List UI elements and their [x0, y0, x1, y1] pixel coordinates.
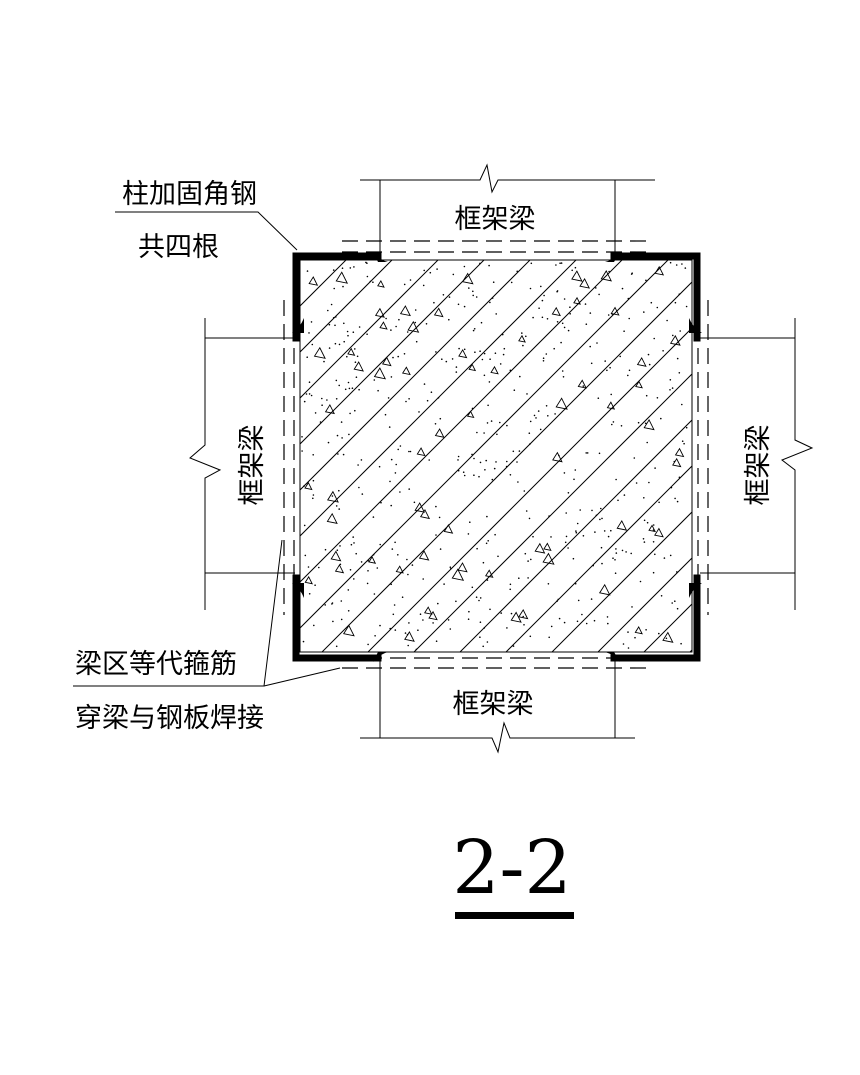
bottom-beam-break-line — [360, 721, 635, 754]
angle-top-left — [292, 252, 382, 342]
bottom-beam-label: 框架梁 — [453, 689, 534, 720]
section-title: 2-2 — [452, 825, 571, 911]
column-concrete — [300, 260, 692, 652]
left-beam-break-line — [189, 318, 222, 610]
right-beam-label: 框架梁 — [743, 425, 774, 506]
left-beam-label: 框架梁 — [237, 425, 268, 506]
angle-note-line2: 共四根 — [138, 232, 219, 263]
concrete-aggregate-triangles — [304, 265, 685, 643]
angle-note-line1: 柱加固角钢 — [122, 179, 257, 210]
section-title-underline — [455, 912, 574, 919]
stirrup-note-line1: 梁区等代箍筋 — [75, 649, 237, 680]
top-beam-break-line — [360, 163, 655, 194]
concrete-hatching — [300, 260, 692, 652]
top-beam — [342, 163, 655, 255]
angle-note-leader — [115, 211, 298, 251]
right-beam-break-line — [780, 318, 814, 610]
stirrup-note-line2: 穿梁与钢板焊接 — [75, 703, 264, 734]
angle-bottom-right — [610, 574, 701, 662]
stirrup-note-leader — [73, 539, 341, 687]
left-beam — [189, 300, 295, 615]
right-beam — [697, 300, 814, 615]
angle-bottom-left — [292, 574, 382, 662]
angle-top-right — [610, 252, 701, 342]
concrete-aggregate-dots — [301, 261, 688, 651]
reinforcing-angles — [292, 252, 702, 662]
column-outline — [299, 259, 693, 653]
bottom-beam — [342, 657, 652, 754]
top-beam-label: 框架梁 — [455, 204, 536, 235]
